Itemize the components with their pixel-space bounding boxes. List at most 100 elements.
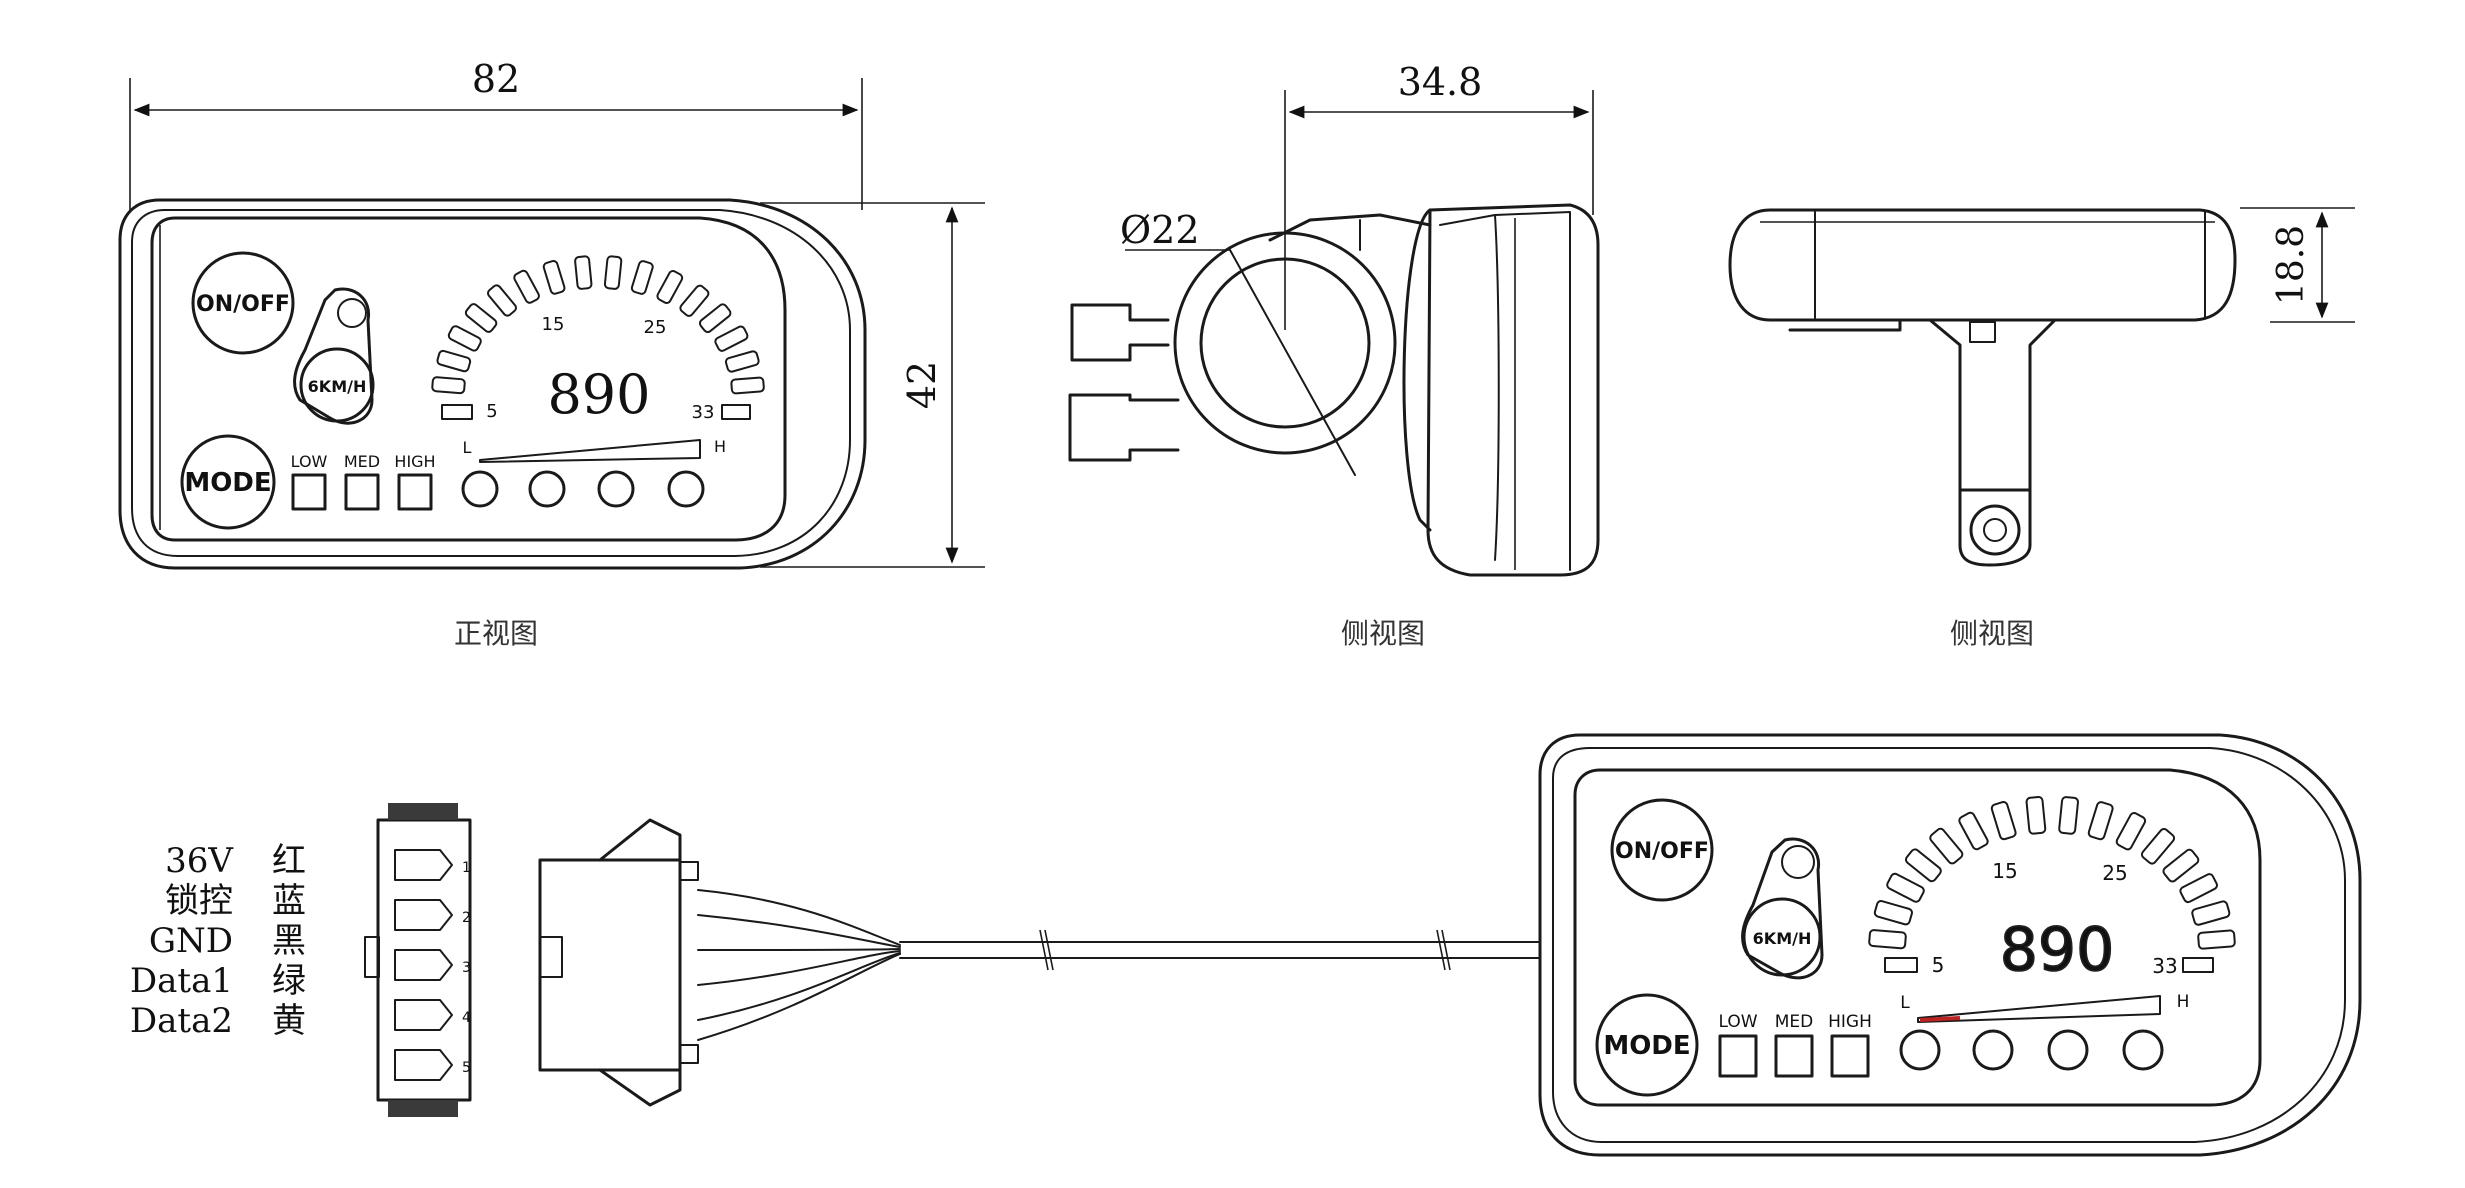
- bottom-gauge-segment: [1873, 899, 1913, 926]
- front-housing-inner: [131, 209, 851, 557]
- wiring-color-label: 黄: [272, 1001, 306, 1041]
- bottom-gauge-segment: [2162, 848, 2200, 883]
- bottom-power-label: ON/OFF: [1615, 839, 1709, 864]
- front-gauge-segment: [464, 303, 498, 333]
- front-mode-label: MODE: [184, 468, 271, 498]
- bottom-scale-5: 5: [1932, 953, 1945, 977]
- front-housing-outer: [118, 198, 867, 570]
- front-gauge-segment: [431, 376, 466, 395]
- bottom-ramp-low: L: [1900, 993, 1910, 1013]
- dimension-thickness-label: 18.8: [2271, 225, 2312, 305]
- bottom-unit-label: 6KM/H: [1753, 929, 1812, 948]
- dimension-height: 42: [760, 202, 985, 568]
- connector-pin: [394, 949, 453, 981]
- side2-view-caption: 侧视图: [1950, 617, 2034, 650]
- connector-pin: [394, 849, 453, 881]
- side1-view-caption: 侧视图: [1341, 617, 1425, 650]
- bottom-mode-label: MODE: [1603, 1031, 1690, 1061]
- front-speed-value: 890: [547, 363, 650, 426]
- wiring-color-label: 蓝: [272, 881, 306, 921]
- dimension-height-label: 42: [900, 361, 944, 409]
- side-view-top: 18.8 侧视图: [1728, 207, 2355, 650]
- front-scale-5: 5: [486, 401, 497, 422]
- front-power-button: ON/OFF: [191, 251, 295, 355]
- bottom-gauge-segment: [1904, 848, 1942, 883]
- front-view-caption: 正视图: [454, 617, 538, 650]
- bottom-speed-gauge: [1868, 795, 2236, 950]
- dimension-depth-label: 34.8: [1398, 60, 1483, 104]
- front-gauge-segment: [574, 255, 593, 290]
- bottom-assist-low-label: LOW: [1718, 1012, 1757, 1032]
- bottom-gauge-segment: [1990, 801, 2017, 841]
- bottom-scale-15: 15: [1992, 859, 2017, 883]
- front-assist-indicators: LOW MED HIGH: [291, 452, 436, 511]
- front-power-label: ON/OFF: [196, 292, 290, 317]
- front-gauge-segment: [436, 349, 472, 373]
- front-round-indicators: [461, 470, 705, 508]
- connector-pin-number: 3: [462, 960, 471, 976]
- front-gauge-segment: [656, 270, 684, 304]
- wiring-signal-label: Data2: [130, 1001, 233, 1041]
- bottom-scale-25: 25: [2102, 861, 2127, 885]
- front-unit-button: 6KM/H: [293, 287, 375, 425]
- bottom-gauge-segment: [2115, 811, 2147, 851]
- front-scale-25: 25: [644, 317, 667, 338]
- wiring-signal-label: Data1: [130, 961, 233, 1001]
- bottom-gauge-segment: [1958, 811, 1989, 851]
- bottom-housing-outer: [1538, 733, 2362, 1157]
- wiring-color-label: 黑: [272, 921, 306, 961]
- top-display-body: [1728, 208, 2237, 322]
- wiring-signal-label: GND: [149, 921, 233, 961]
- bottom-gauge-segment: [1886, 872, 1925, 903]
- dimension-width-label: 82: [472, 57, 520, 101]
- bottom-gauge-segment: [2191, 900, 2231, 926]
- front-scale-33: 33: [692, 402, 715, 423]
- wiring-color-label: 绿: [272, 961, 306, 1001]
- front-mode-button: MODE: [180, 434, 276, 530]
- front-assist-med-label: MED: [344, 452, 380, 471]
- bottom-gauge-segment: [2197, 929, 2236, 950]
- bottom-mode-button: MODE: [1595, 993, 1699, 1097]
- bottom-power-ramp: L H: [1900, 992, 2190, 1023]
- bottom-gauge-segment: [2140, 828, 2176, 865]
- connector-pin-number: 5: [462, 1060, 471, 1076]
- front-gauge-segment: [630, 260, 654, 295]
- bottom-gauge-segment: [2025, 795, 2047, 835]
- side-view-clamp: 34.8 Ø22 侧视图: [1068, 60, 1600, 650]
- bottom-ramp-high: H: [2177, 992, 2190, 1012]
- bottom-unit-button: 6KM/H: [1741, 837, 1824, 980]
- front-power-ramp: L H: [463, 437, 726, 463]
- bottom-assist-med-label: MED: [1775, 1012, 1814, 1032]
- bottom-gauge-segment: [1929, 827, 1964, 865]
- front-assist-low-label: LOW: [291, 452, 328, 471]
- dimension-diameter-label: Ø22: [1120, 208, 1200, 252]
- bottom-gauge-segment: [2179, 873, 2218, 904]
- connector-pin: [394, 999, 453, 1031]
- front-gauge-segment: [542, 260, 566, 295]
- wiring-signal-label: 36V: [165, 841, 234, 881]
- front-gauge-segment: [447, 325, 482, 352]
- connector-pin: [394, 1049, 453, 1081]
- front-gauge-segment: [487, 284, 517, 317]
- front-unit-label: 6KM/H: [308, 377, 367, 396]
- front-ramp-low: L: [463, 438, 472, 457]
- connector-female: [538, 818, 1541, 1107]
- wiring-color-label: 红: [272, 841, 306, 881]
- front-gauge-segment: [603, 255, 623, 290]
- front-gauge-segment: [513, 269, 540, 304]
- bottom-assist-high-label: HIGH: [1828, 1012, 1872, 1032]
- bottom-gauge-segment: [2058, 796, 2079, 835]
- connector-pin: [394, 899, 453, 931]
- bottom-assist-indicators: LOW MED HIGH: [1718, 1012, 1872, 1078]
- front-gauge-segment: [714, 325, 749, 352]
- front-speed-gauge: [431, 255, 765, 395]
- wiring-signal-label: 锁控: [165, 881, 233, 921]
- front-assist-high-label: HIGH: [394, 452, 435, 471]
- front-gauge-segment: [679, 284, 710, 317]
- front-ramp-high: H: [714, 437, 726, 456]
- dimension-width: 82: [129, 57, 863, 210]
- bottom-power-button: ON/OFF: [1610, 798, 1714, 902]
- front-view: 82 42 ON/OFF 6KM/H MODE: [118, 57, 985, 650]
- bottom-round-indicators: [1899, 1029, 2164, 1071]
